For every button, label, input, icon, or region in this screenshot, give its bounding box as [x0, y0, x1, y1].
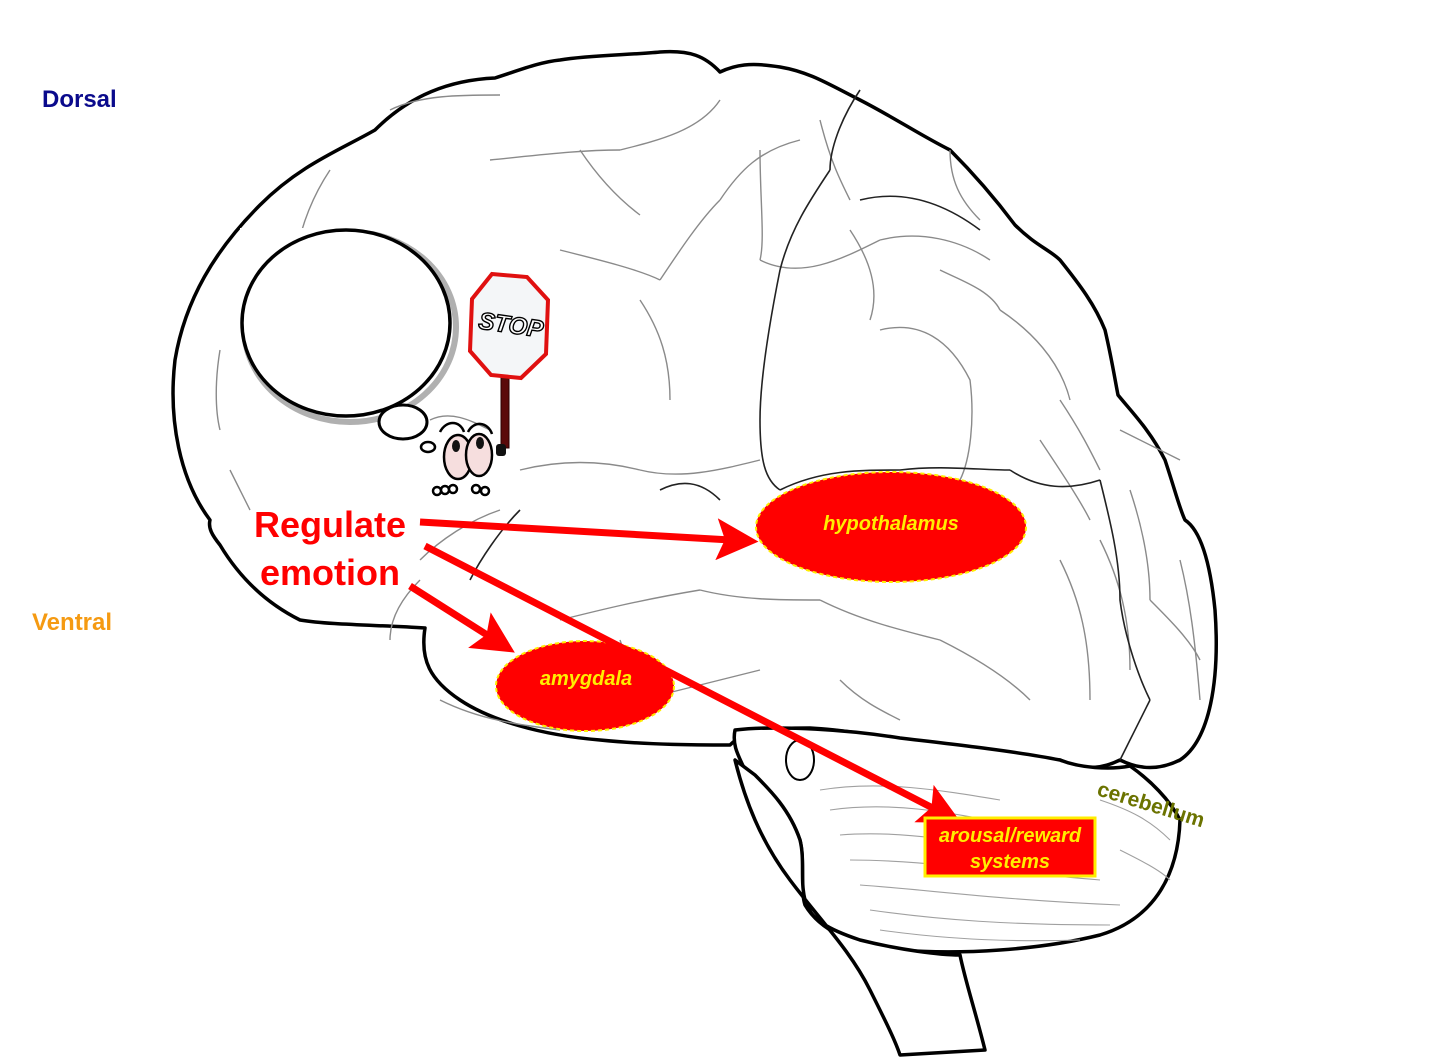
stop-sign-icon: STOP: [467, 271, 551, 449]
hypothalamus-region: hypothalamus: [755, 471, 1027, 583]
arrows: [408, 518, 962, 823]
cartoon-character-icon: [431, 421, 506, 497]
arousal-reward-region: arousal/reward systems: [923, 816, 1097, 878]
brain-sulci-dark: [469, 89, 1151, 761]
amygdala-label: amygdala: [540, 668, 632, 690]
ventral-label: Ventral: [32, 609, 113, 636]
brain-sulci: [215, 94, 1201, 731]
regulate-label-line1: Regulate: [254, 504, 406, 545]
regulate-emotion-label: Regulate emotion: [254, 504, 406, 593]
dorsal-label: Dorsal: [42, 86, 117, 113]
amygdala-region: amygdala: [495, 640, 675, 732]
thought-bubble-icon: [240, 228, 459, 454]
arousal-label-line1: arousal/reward: [939, 825, 1082, 847]
hypothalamus-label: hypothalamus: [823, 513, 959, 535]
arrow-icon: [419, 518, 759, 561]
arrow-icon: [423, 542, 962, 823]
arrow-icon: [408, 583, 515, 653]
arousal-label-line2: systems: [970, 851, 1050, 873]
regulate-label-line2: emotion: [260, 552, 400, 593]
brain-outline-icon: [171, 49, 1218, 1057]
